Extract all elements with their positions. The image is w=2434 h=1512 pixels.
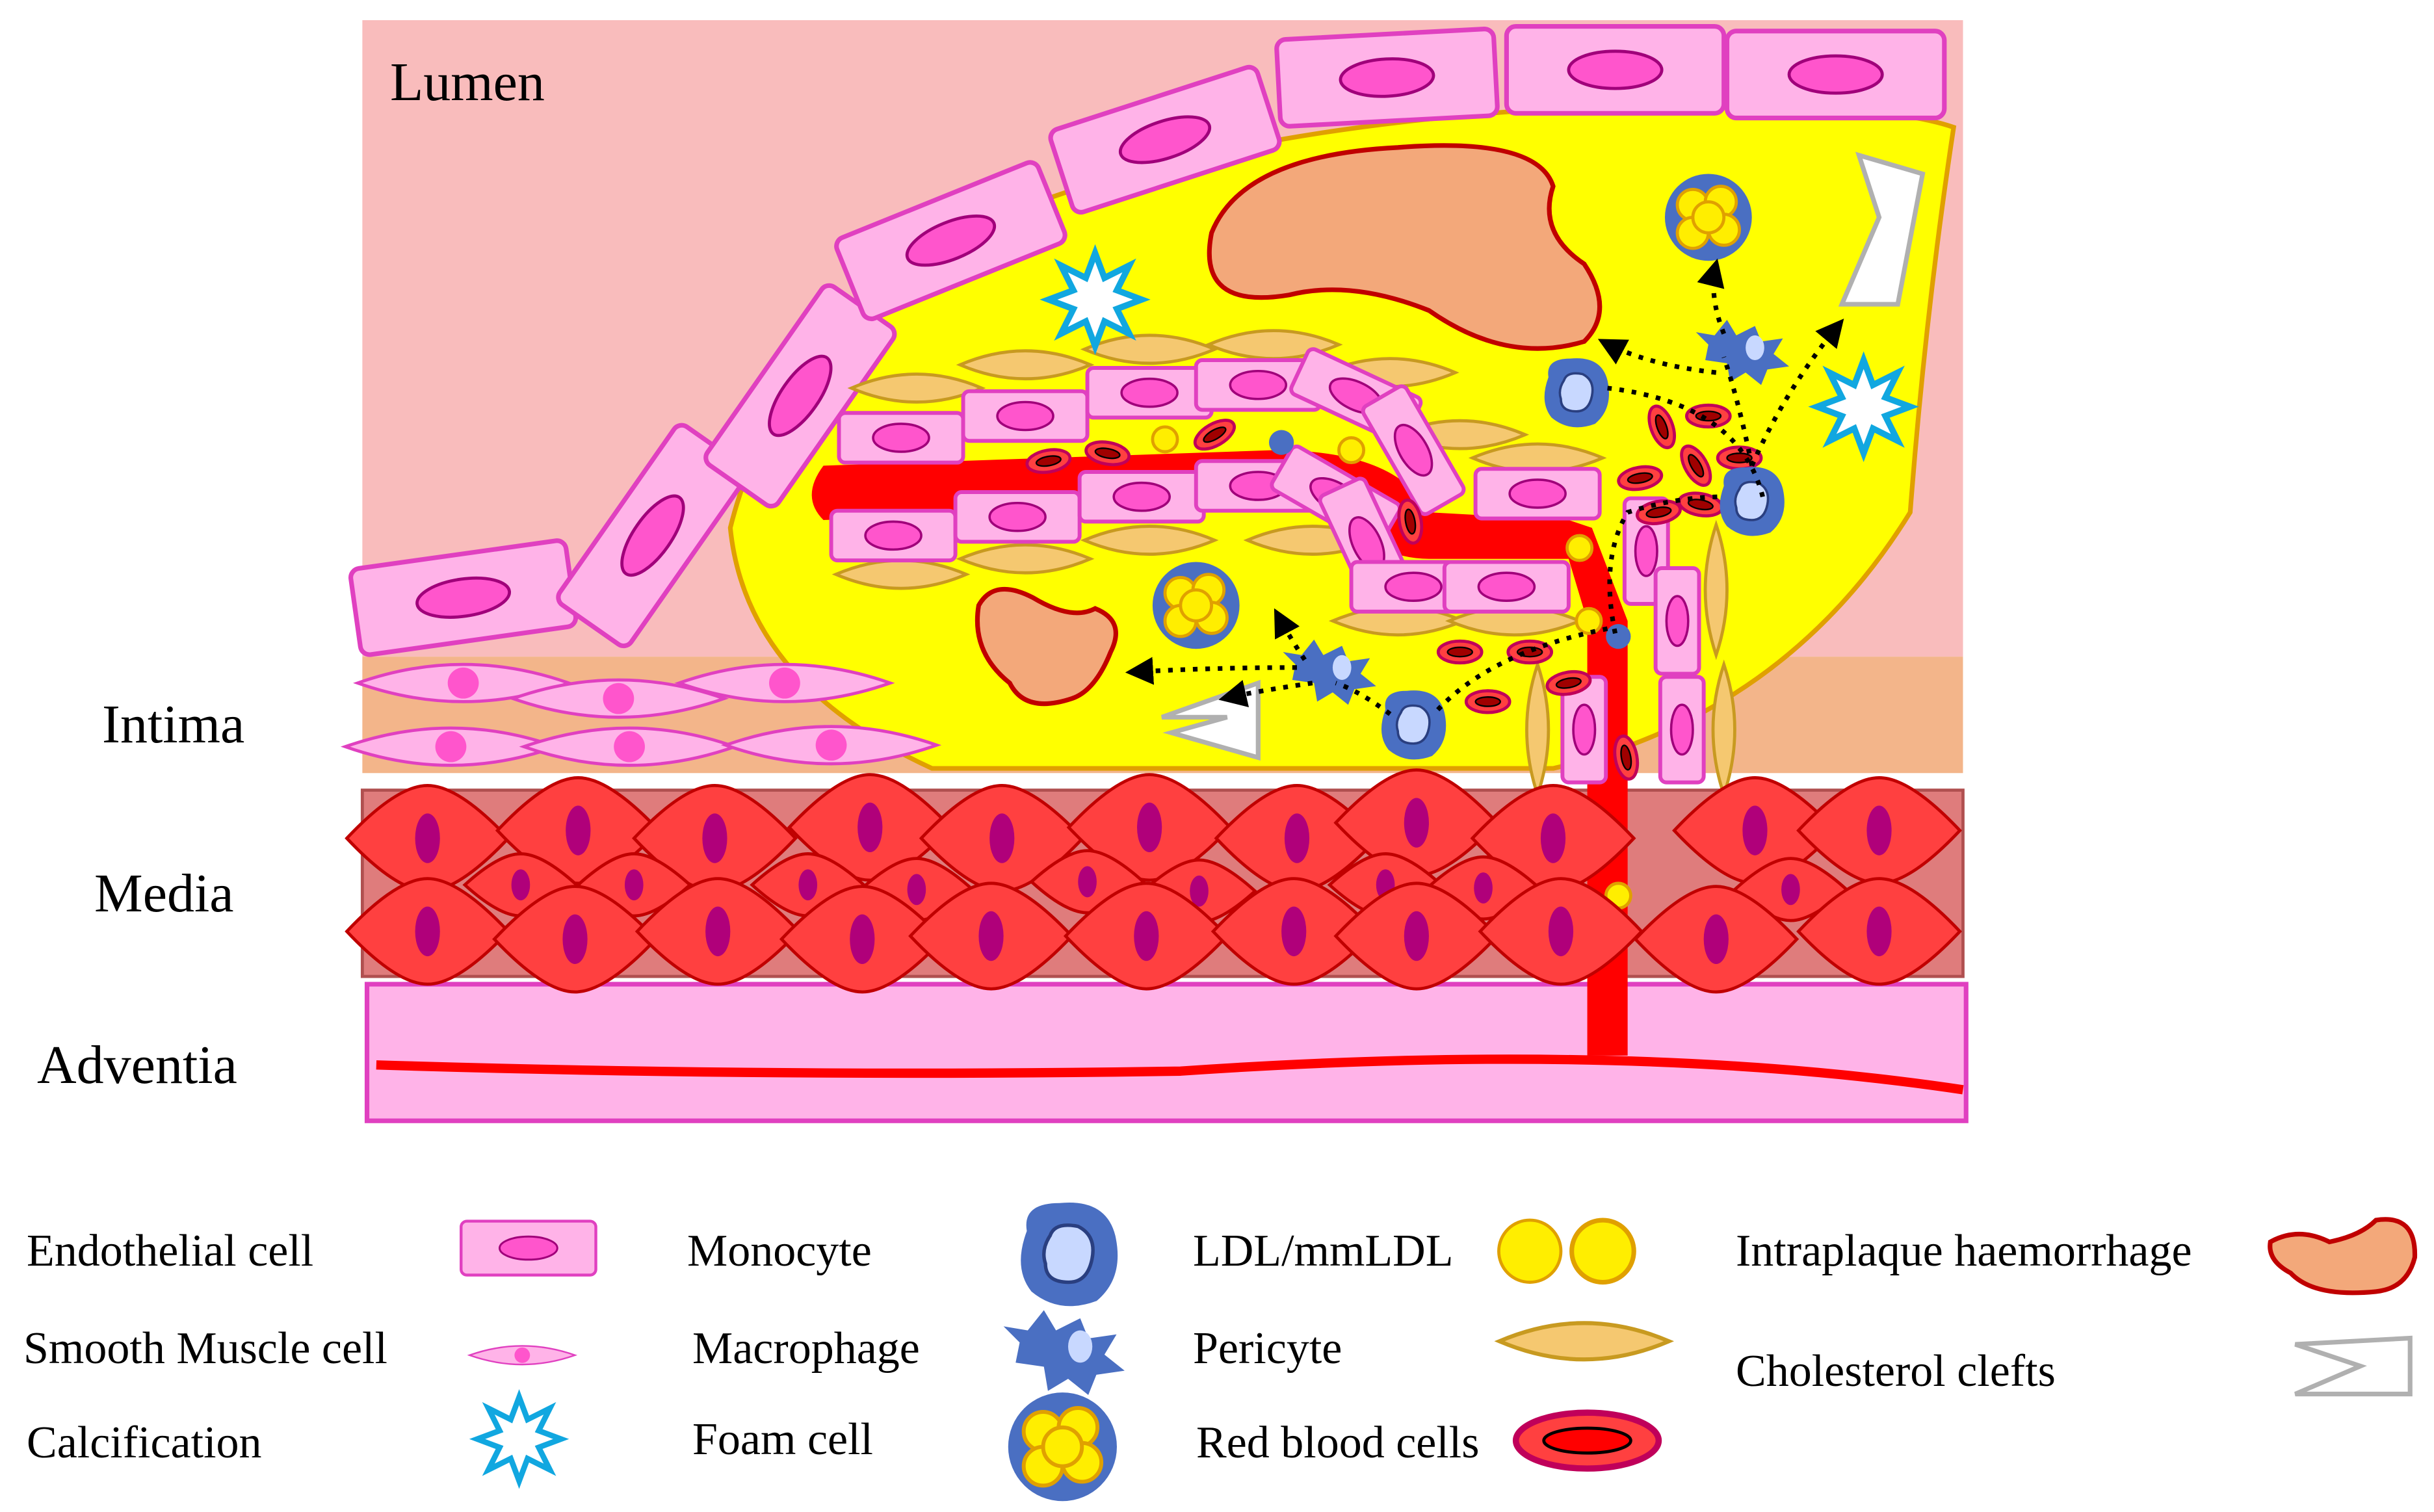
legend-foam-cell-label: Foam cell xyxy=(692,1414,873,1465)
legend-monocyte-icon xyxy=(1021,1203,1118,1306)
legend-smooth-muscle-label: Smooth Muscle cell xyxy=(23,1323,387,1374)
monocyte-in-vessel xyxy=(1606,624,1631,649)
legend-pericyte-label: Pericyte xyxy=(1193,1323,1342,1374)
legend-calcification-icon xyxy=(477,1397,561,1481)
calcification xyxy=(1817,360,1910,453)
ldl-particle xyxy=(1153,427,1177,452)
legend-pericyte-icon xyxy=(1499,1323,1669,1359)
ldl-particle xyxy=(1577,608,1601,633)
media-label: Media xyxy=(94,863,234,924)
monocyte xyxy=(1380,689,1448,761)
cholesterol-cleft xyxy=(1838,151,1926,307)
legend-haemorrhage-label: Intraplaque haemorrhage xyxy=(1736,1226,2192,1276)
foam-cell xyxy=(1153,562,1240,649)
legend-monocyte-label: Monocyte xyxy=(687,1226,872,1276)
haemorrhage-small xyxy=(975,586,1118,707)
legend-cholesterol-icon xyxy=(2294,1335,2413,1397)
adventitia-layer xyxy=(364,982,1969,1123)
lumen-label: Lumen xyxy=(390,52,545,112)
calcification xyxy=(1049,253,1142,346)
migration-arrows xyxy=(1125,258,1844,716)
legend-macrophage-icon xyxy=(1003,1310,1125,1395)
ldl-particle xyxy=(1567,536,1592,560)
legend-endothelial-icon xyxy=(461,1221,595,1275)
legend-macrophage-label: Macrophage xyxy=(692,1323,920,1374)
adventia-label: Adventia xyxy=(37,1035,237,1095)
legend-ldl-icon xyxy=(1497,1218,1563,1284)
legend-rbc-label: Red blood cells xyxy=(1196,1418,1480,1468)
legend-cholesterol-label: Cholesterol clefts xyxy=(1736,1346,2056,1396)
monocyte xyxy=(1543,357,1610,429)
adventitia-vessel xyxy=(376,1054,1964,1095)
legend-foam-icon xyxy=(1008,1392,1117,1501)
haemorrhage-large xyxy=(1207,143,1603,351)
foam-cell xyxy=(1665,174,1752,261)
legend-smc-icon xyxy=(468,1345,576,1366)
legend-ldl-label: LDL/mmLDL xyxy=(1193,1226,1454,1276)
monocyte xyxy=(1718,465,1786,538)
ldl-particle xyxy=(1339,437,1363,462)
legend-haemorrhage-icon xyxy=(2268,1217,2417,1296)
legend-endothelial-label: Endothelial cell xyxy=(27,1226,314,1276)
legend-rbc-icon xyxy=(1512,1409,1662,1472)
legend-calcification-label: Calcification xyxy=(27,1418,262,1468)
legend-mmldl-icon xyxy=(1569,1218,1636,1285)
intima-label: Intima xyxy=(102,694,245,755)
monocyte-in-vessel xyxy=(1269,430,1294,455)
